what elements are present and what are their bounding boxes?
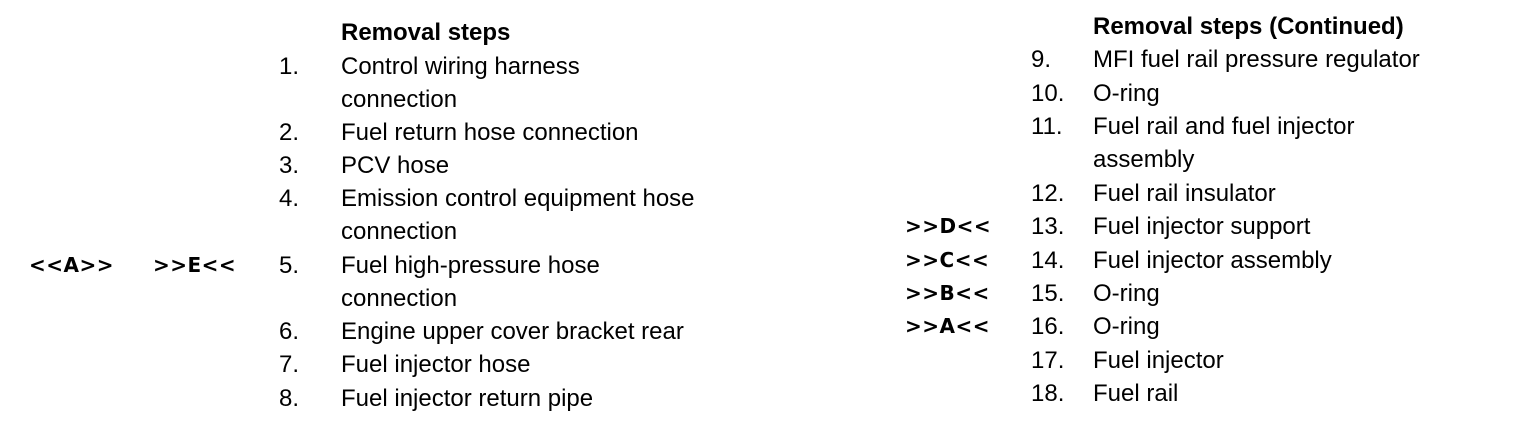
step-text: Fuel return hose connection <box>341 119 639 146</box>
removal-tag: >>D<< <box>905 214 992 238</box>
step-number: 6. <box>279 318 300 345</box>
removal-tag: >>A<< <box>905 314 991 338</box>
step-text-line1: Fuel rail and fuel injector <box>1093 113 1355 140</box>
step-text: Fuel rail and fuel injector assembly <box>1093 110 1354 176</box>
step-number: 12. <box>1031 180 1065 207</box>
step-number: 1. <box>279 53 300 80</box>
step-text-line1: Emission control equipment hose <box>341 185 695 212</box>
step-text: Emission control equipment hose connecti… <box>341 182 695 248</box>
step-text: Fuel injector <box>1093 347 1224 374</box>
step-text-line1: Fuel high-pressure hose <box>341 252 600 279</box>
right-heading: Removal steps (Continued) <box>1093 13 1404 40</box>
step-text: Fuel injector assembly <box>1093 247 1332 274</box>
step-number: 8. <box>279 385 300 412</box>
step-text: O-ring <box>1093 80 1160 107</box>
step-number: 11. <box>1031 113 1063 140</box>
step-number: 9. <box>1031 46 1052 73</box>
removal-tag: >>B<< <box>905 281 990 305</box>
step-number: 16. <box>1031 313 1065 340</box>
step-text-line1: Control wiring harness <box>341 53 580 80</box>
step-text: PCV hose <box>341 152 450 179</box>
left-heading: Removal steps <box>341 19 511 46</box>
step-text: Control wiring harness connection <box>341 50 580 116</box>
step-text: Fuel rail insulator <box>1093 180 1276 207</box>
step-text: Engine upper cover bracket rear <box>341 318 684 345</box>
step-number: 3. <box>279 152 300 179</box>
step-number: 17. <box>1031 347 1065 374</box>
step-text: O-ring <box>1093 313 1160 340</box>
step-number: 13. <box>1031 213 1065 240</box>
install-tag: <<A>> <box>29 253 115 277</box>
step-number: 10. <box>1031 80 1065 107</box>
step-text: MFI fuel rail pressure regulator <box>1093 46 1420 73</box>
step-text: Fuel injector hose <box>341 351 531 378</box>
step-number: 4. <box>279 185 300 212</box>
step-text-line2: assembly <box>1093 146 1195 173</box>
step-text: O-ring <box>1093 280 1160 307</box>
removal-tag: >>E<< <box>153 253 237 277</box>
step-text: Fuel rail <box>1093 380 1179 407</box>
step-text-line2: connection <box>341 86 458 113</box>
step-number: 7. <box>279 351 300 378</box>
step-text-line2: connection <box>341 218 458 245</box>
removal-tag: >>C<< <box>905 248 990 272</box>
step-text: Fuel injector return pipe <box>341 385 594 412</box>
step-number: 18. <box>1031 380 1065 407</box>
step-text-line2: connection <box>341 285 458 312</box>
step-number: 5. <box>279 252 300 279</box>
step-number: 2. <box>279 119 300 146</box>
step-text: Fuel injector support <box>1093 213 1311 240</box>
step-text: Fuel high-pressure hose connection <box>341 249 600 315</box>
step-number: 15. <box>1031 280 1065 307</box>
step-number: 14. <box>1031 247 1065 274</box>
